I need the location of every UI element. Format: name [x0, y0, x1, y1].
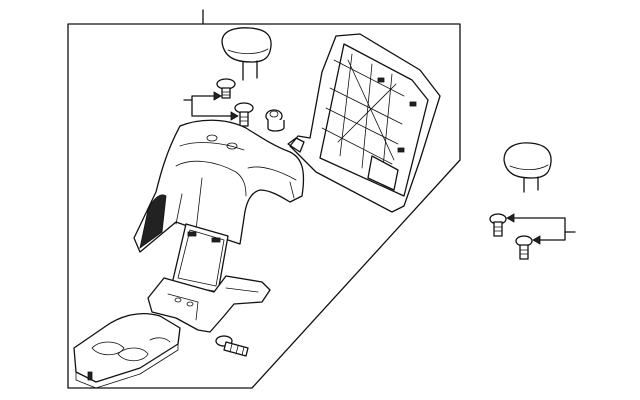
- assembly-boundary: [67, 23, 461, 389]
- bolt-icon: [215, 335, 249, 357]
- headrest-icon: [221, 27, 272, 81]
- armrest-icon: [73, 312, 181, 389]
- frame-icon: [287, 33, 441, 213]
- lower-bracket-icon: [147, 275, 271, 333]
- seat-back-icon: [133, 119, 305, 253]
- headrest-guide-icon: [216, 78, 236, 99]
- headrest-guide-icon: [234, 102, 254, 127]
- headrest-guide-icon: [515, 235, 533, 260]
- pass-through-plate-icon: [171, 223, 229, 293]
- leader-arrow-guide-lower: [191, 99, 239, 121]
- leader-arrow-guide-upper: [183, 91, 222, 101]
- headrest-icon: [503, 142, 552, 193]
- plug-icon: [265, 109, 285, 132]
- leader-arrow-side-upper: [506, 213, 576, 233]
- leader-arrow-side-lower: [532, 231, 566, 245]
- headrest-guide-icon: [489, 213, 507, 237]
